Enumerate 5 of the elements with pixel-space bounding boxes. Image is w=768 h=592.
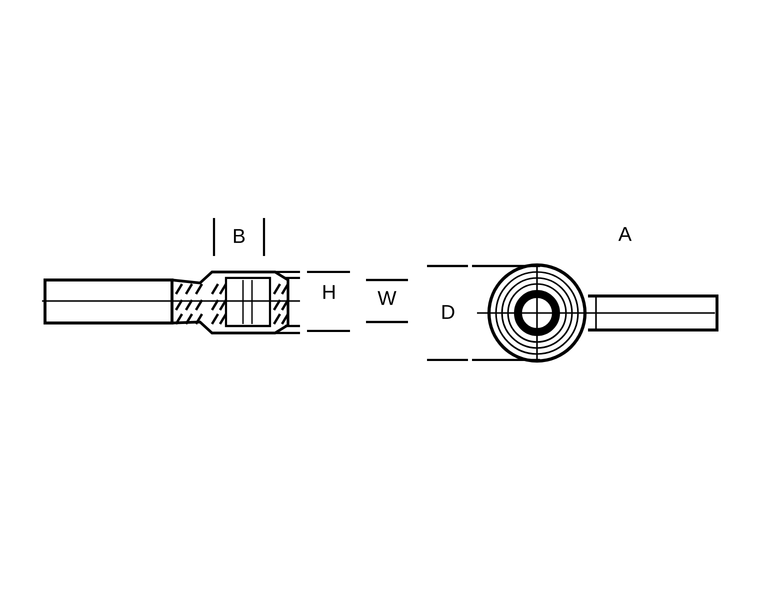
dimension-label: B xyxy=(234,229,245,243)
dimension-label: D xyxy=(442,305,454,319)
dimension-label: A xyxy=(618,227,632,241)
dimension-label: H xyxy=(323,285,335,299)
dimension-label: W xyxy=(378,291,396,305)
